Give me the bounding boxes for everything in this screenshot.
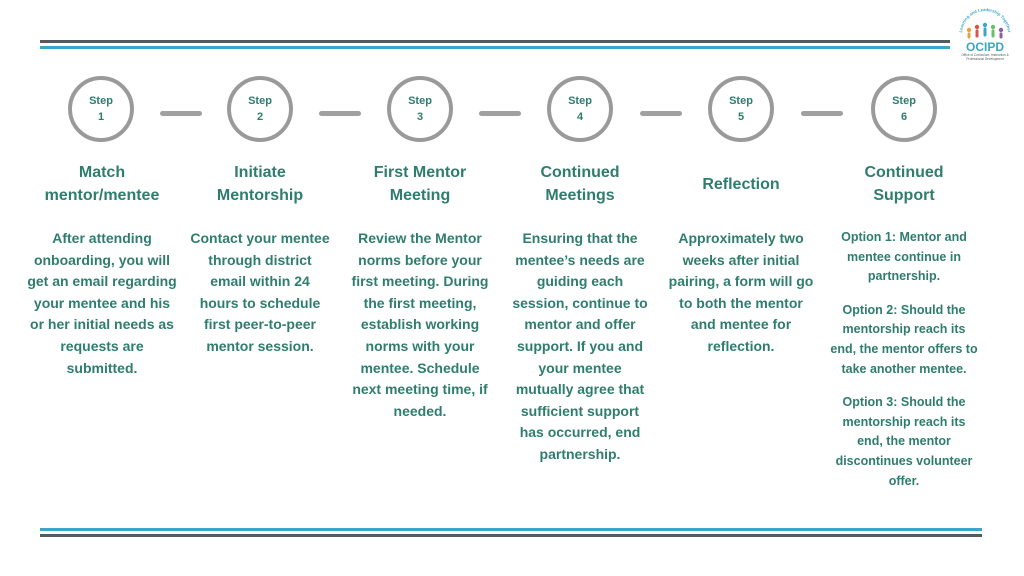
connector-1-2 bbox=[160, 111, 202, 116]
step-2-description: Contact your mentee through district ema… bbox=[190, 230, 330, 354]
step-6-option-3: Option 3: Should the mentorship reach it… bbox=[835, 395, 973, 488]
bottom-divider-blue bbox=[40, 528, 982, 531]
step-5-number: 5 bbox=[737, 111, 745, 123]
step-3-title: First Mentor Meeting bbox=[373, 164, 467, 204]
step-6-option-1: Option 1: Mentor and mentee continue in … bbox=[841, 230, 967, 284]
step-3-circle: Step 3 bbox=[387, 76, 453, 142]
step-5-circle: Step 5 bbox=[708, 76, 774, 142]
bottom-divider-dark bbox=[40, 534, 982, 537]
step-4-title: Continued Meetings bbox=[540, 164, 620, 204]
connector-5-6 bbox=[801, 111, 843, 116]
logo-subtitle: Office of Curriculum, Instruction & Prof… bbox=[961, 53, 1009, 61]
connector-2-3 bbox=[319, 111, 361, 116]
step-6-options: Option 1: Mentor and mentee continue in … bbox=[830, 228, 978, 505]
step-1-word: Step bbox=[89, 95, 113, 107]
step-3-description: Review the Mentor norms before your firs… bbox=[351, 230, 489, 419]
step-4-circle: Step 4 bbox=[547, 76, 613, 142]
step-1-number: 1 bbox=[97, 111, 105, 123]
step-5-description: Approximately two weeks after initial pa… bbox=[668, 230, 814, 354]
step-6-option-2: Option 2: Should the mentorship reach it… bbox=[830, 302, 978, 376]
step-6-circle: Step 6 bbox=[871, 76, 937, 142]
step-2-word: Step bbox=[248, 95, 272, 107]
step-5-word: Step bbox=[729, 95, 753, 107]
step-6-title: Continued Support bbox=[864, 164, 944, 204]
step-3-word: Step bbox=[408, 95, 432, 107]
connector-4-5 bbox=[640, 111, 682, 116]
step-4-word: Step bbox=[568, 95, 592, 107]
step-6-number: 6 bbox=[900, 111, 908, 123]
logo-brand-text: OCIPD bbox=[966, 40, 1004, 54]
step-5-title: Reflection bbox=[702, 175, 780, 193]
step-4-description: Ensuring that the mentee’s needs are gui… bbox=[512, 230, 648, 462]
step-2-number: 2 bbox=[256, 111, 264, 123]
top-divider-dark bbox=[40, 40, 950, 43]
step-2-circle: Step 2 bbox=[227, 76, 293, 142]
step-1-title: Match mentor/mentee bbox=[44, 164, 160, 204]
step-2-title: Initiate Mentorship bbox=[216, 164, 304, 204]
step-4-number: 4 bbox=[576, 111, 584, 123]
step-1-description: After attending onboarding, you will get… bbox=[27, 230, 177, 376]
ocipd-logo: Learning and Leadership Together OCIPD O… bbox=[958, 8, 1012, 61]
logo-figures bbox=[966, 22, 1004, 39]
connector-3-4 bbox=[479, 111, 521, 116]
step-3-number: 3 bbox=[416, 111, 424, 123]
step-1-circle: Step 1 bbox=[68, 76, 134, 142]
top-divider-blue bbox=[40, 46, 950, 49]
step-6-word: Step bbox=[892, 95, 916, 107]
